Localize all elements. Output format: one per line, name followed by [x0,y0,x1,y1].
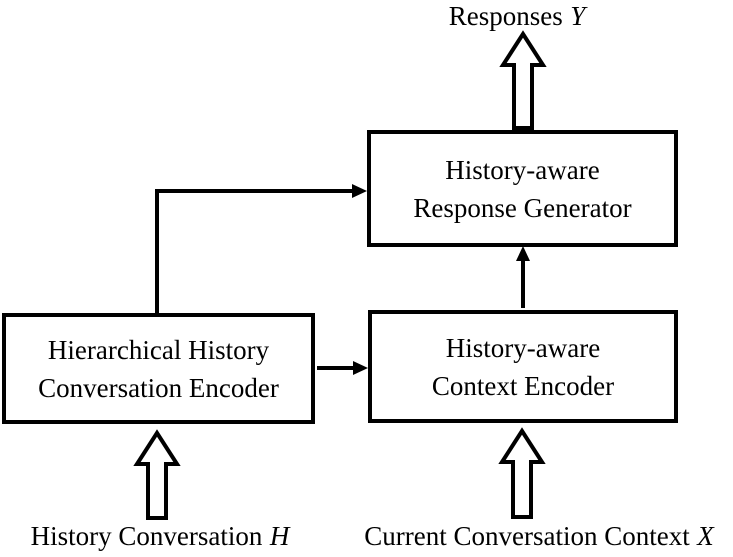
node-history-encoder: Hierarchical History Conversation Encode… [2,313,315,424]
node-response-generator-line2: Response Generator [413,192,632,223]
arrowhead-history-to-context-icon [353,361,368,375]
block-arrow-history-input-icon [133,429,181,520]
arrowhead-context-to-generator-icon [516,246,530,261]
arrow-history-to-generator [155,189,354,315]
output-variable: Y [570,1,586,31]
node-response-generator-line1: History-aware [445,154,600,185]
node-response-generator: History-aware Response Generator [367,130,678,247]
history-input-variable: H [269,521,290,551]
node-context-encoder: History-aware Context Encoder [368,310,678,423]
context-input-variable: X [697,521,714,551]
output-label-text: Responses [448,1,563,31]
arrowhead-history-to-generator-icon [352,184,367,198]
block-arrow-output-icon [499,30,547,130]
node-history-encoder-line2: Conversation Encoder [38,372,279,403]
block-arrow-context-input-icon [498,427,546,519]
history-input-label-text: History Conversation [30,521,263,551]
node-context-encoder-line1: History-aware [445,332,601,363]
node-history-encoder-line1: Hierarchical History [47,334,270,365]
node-context-encoder-line2: Context Encoder [431,370,615,401]
context-input-label-text: Current Conversation Context [364,521,690,551]
